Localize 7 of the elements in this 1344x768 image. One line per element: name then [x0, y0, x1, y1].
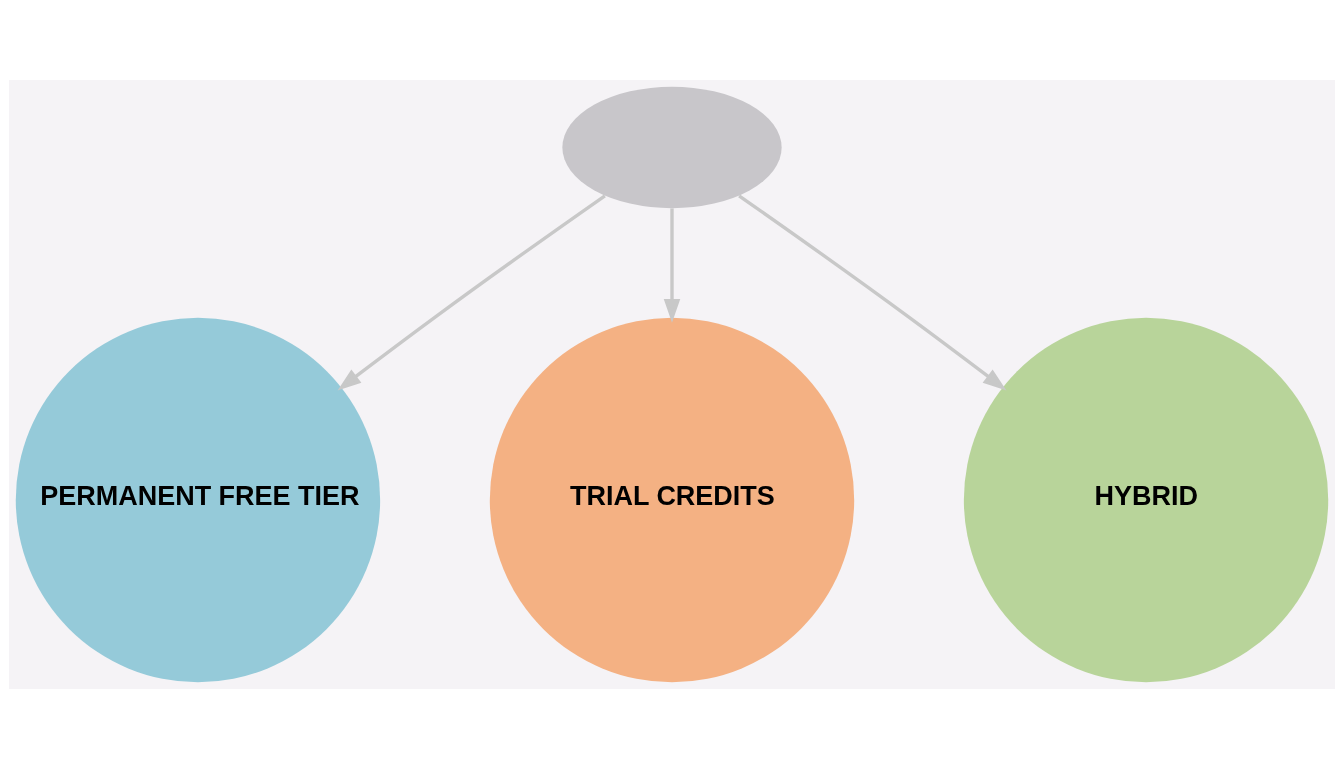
arrow	[337, 193, 606, 390]
arrow	[738, 193, 1007, 390]
node-cloud	[562, 86, 782, 208]
arrow	[663, 207, 681, 323]
node-circle: TRIAL CREDITS	[489, 317, 855, 682]
node-circle: PERMANENT FREE TIER	[15, 317, 381, 682]
node-circle: HYBRID	[963, 317, 1329, 682]
